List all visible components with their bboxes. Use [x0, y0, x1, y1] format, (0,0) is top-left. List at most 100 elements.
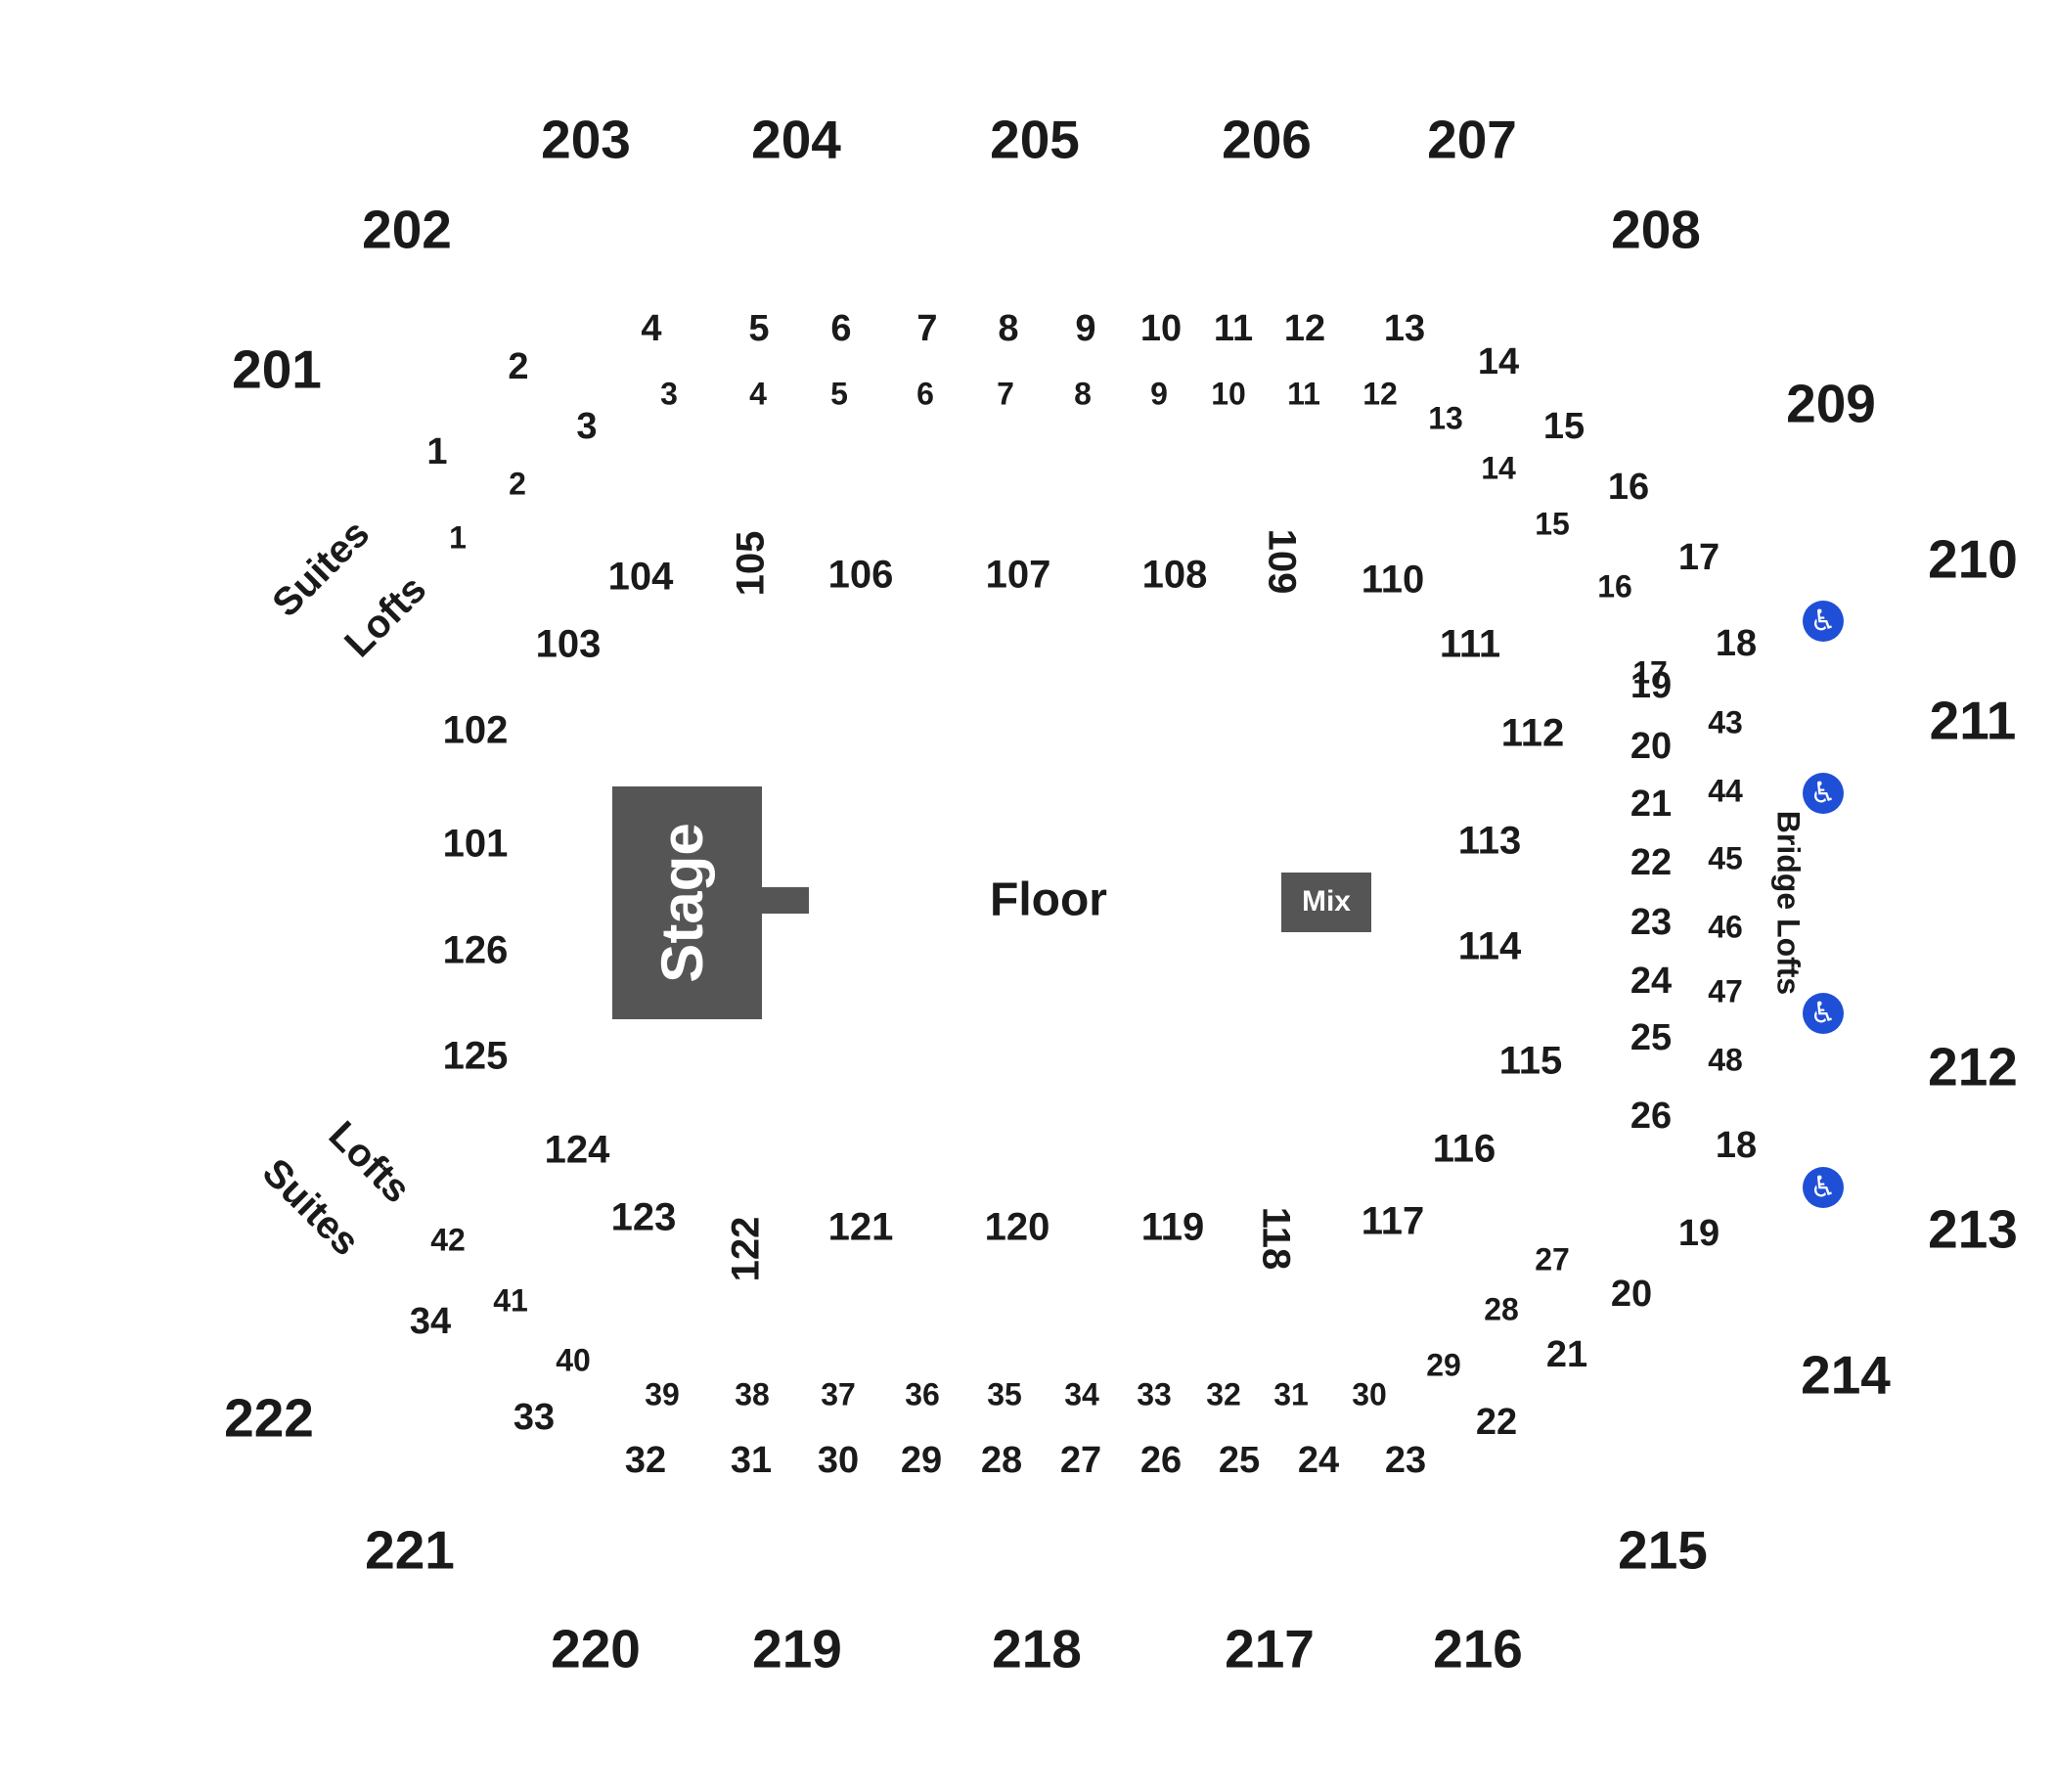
section-214[interactable]: 214: [1801, 1345, 1891, 1406]
box-right-outer-21[interactable]: 21: [1546, 1334, 1587, 1375]
section-126[interactable]: 126: [443, 929, 509, 972]
box-right-outer-19[interactable]: 19: [1678, 1213, 1719, 1254]
box-top-outer-6[interactable]: 6: [830, 308, 851, 349]
box-right-outer-23[interactable]: 23: [1385, 1440, 1426, 1481]
box-top-inner-8[interactable]: 8: [1074, 376, 1092, 411]
box-bridge-44[interactable]: 44: [1708, 773, 1743, 808]
section-106[interactable]: 106: [828, 554, 894, 597]
section-120[interactable]: 120: [985, 1206, 1050, 1249]
box-top-inner-9[interactable]: 9: [1150, 376, 1168, 411]
box-bridge-47[interactable]: 47: [1708, 973, 1743, 1008]
box-bottom-outer-25[interactable]: 25: [1219, 1440, 1260, 1481]
section-210[interactable]: 210: [1928, 529, 2018, 590]
section-103[interactable]: 103: [536, 623, 602, 666]
box-bottom-outer-27[interactable]: 27: [1060, 1440, 1101, 1481]
box-bottom-inner-35[interactable]: 35: [987, 1376, 1022, 1411]
box-top-inner-16[interactable]: 16: [1597, 568, 1632, 604]
section-118[interactable]: 118: [1254, 1207, 1297, 1271]
box-bridge-43[interactable]: 43: [1708, 704, 1743, 739]
section-204[interactable]: 204: [751, 110, 841, 170]
box-bottom-inner-33[interactable]: 33: [1137, 1376, 1172, 1411]
section-105[interactable]: 105: [730, 531, 773, 597]
box-bottom-outer-24[interactable]: 24: [1298, 1440, 1339, 1481]
box-bottom-inner-27[interactable]: 27: [1535, 1241, 1570, 1277]
section-114[interactable]: 114: [1458, 925, 1522, 968]
box-top-outer-10[interactable]: 10: [1140, 308, 1182, 349]
box-top-inner-7[interactable]: 7: [997, 376, 1014, 411]
box-top-inner-17[interactable]: 17: [1632, 654, 1668, 690]
box-top-outer-14[interactable]: 14: [1478, 341, 1519, 382]
box-bottom-inner-36[interactable]: 36: [905, 1376, 940, 1411]
box-top-outer-18[interactable]: 18: [1716, 623, 1757, 664]
section-215[interactable]: 215: [1618, 1520, 1708, 1581]
section-212[interactable]: 212: [1928, 1037, 2018, 1098]
box-top-inner-3[interactable]: 3: [660, 376, 678, 411]
section-207[interactable]: 207: [1427, 110, 1517, 170]
section-220[interactable]: 220: [551, 1619, 641, 1680]
section-211[interactable]: 211: [1930, 691, 2017, 751]
section-218[interactable]: 218: [992, 1619, 1082, 1680]
box-bottom-inner-39[interactable]: 39: [645, 1376, 680, 1411]
box-bottom-outer-31[interactable]: 31: [731, 1440, 772, 1481]
box-bottom-outer-30[interactable]: 30: [818, 1440, 859, 1481]
box-bridge-46[interactable]: 46: [1708, 909, 1743, 944]
box-top-outer-9[interactable]: 9: [1075, 308, 1095, 349]
box-bridge-45[interactable]: 45: [1708, 840, 1743, 875]
box-top-inner-1[interactable]: 1: [449, 519, 467, 555]
box-bottom-outer-34[interactable]: 34: [410, 1301, 451, 1342]
section-221[interactable]: 221: [365, 1520, 455, 1581]
box-top-outer-13[interactable]: 13: [1384, 308, 1425, 349]
box-top-outer-19[interactable]: 19: [1630, 665, 1672, 706]
section-110[interactable]: 110: [1362, 559, 1425, 602]
section-206[interactable]: 206: [1222, 110, 1312, 170]
section-125[interactable]: 125: [443, 1035, 509, 1078]
section-109[interactable]: 109: [1260, 529, 1303, 595]
box-bottom-inner-30[interactable]: 30: [1352, 1376, 1387, 1411]
section-116[interactable]: 116: [1433, 1128, 1496, 1171]
box-top-inner-14[interactable]: 14: [1481, 450, 1516, 485]
section-119[interactable]: 119: [1141, 1206, 1205, 1249]
box-bottom-inner-42[interactable]: 42: [430, 1222, 466, 1257]
box-top-inner-2[interactable]: 2: [509, 466, 526, 501]
box-right-outer-22[interactable]: 22: [1476, 1402, 1517, 1443]
box-bottom-outer-29[interactable]: 29: [901, 1440, 942, 1481]
section-117[interactable]: 117: [1362, 1200, 1425, 1243]
box-bottom-inner-41[interactable]: 41: [493, 1282, 528, 1318]
box-top-outer-3[interactable]: 3: [576, 406, 597, 447]
box-bottom-inner-37[interactable]: 37: [821, 1376, 856, 1411]
box-top-outer-7[interactable]: 7: [916, 308, 937, 349]
box-top-inner-12[interactable]: 12: [1362, 376, 1398, 411]
section-205[interactable]: 205: [990, 110, 1080, 170]
box-right-outer-18[interactable]: 18: [1716, 1125, 1757, 1166]
section-122[interactable]: 122: [725, 1217, 768, 1282]
section-121[interactable]: 121: [828, 1206, 894, 1249]
box-top-outer-1[interactable]: 1: [426, 431, 447, 472]
box-bottom-inner-38[interactable]: 38: [735, 1376, 770, 1411]
box-top-outer-12[interactable]: 12: [1284, 308, 1325, 349]
section-208[interactable]: 208: [1611, 200, 1701, 260]
box-top-outer-8[interactable]: 8: [998, 308, 1018, 349]
section-202[interactable]: 202: [362, 200, 452, 260]
section-209[interactable]: 209: [1786, 374, 1876, 434]
box-top-outer-2[interactable]: 2: [508, 346, 528, 387]
box-right-outer-20[interactable]: 20: [1611, 1274, 1652, 1315]
stage[interactable]: Stage: [612, 786, 809, 1019]
section-108[interactable]: 108: [1142, 554, 1208, 597]
box-top-outer-26[interactable]: 26: [1630, 1096, 1672, 1137]
section-113[interactable]: 113: [1458, 820, 1522, 863]
box-bottom-inner-34[interactable]: 34: [1064, 1376, 1099, 1411]
box-top-inner-4[interactable]: 4: [749, 376, 767, 411]
box-bottom-inner-28[interactable]: 28: [1484, 1291, 1519, 1326]
section-107[interactable]: 107: [986, 554, 1051, 597]
box-top-outer-25[interactable]: 25: [1630, 1017, 1672, 1058]
box-top-outer-22[interactable]: 22: [1630, 842, 1672, 883]
section-102[interactable]: 102: [443, 709, 509, 752]
section-216[interactable]: 216: [1433, 1619, 1523, 1680]
box-top-inner-5[interactable]: 5: [830, 376, 848, 411]
box-top-outer-21[interactable]: 21: [1630, 784, 1672, 825]
section-217[interactable]: 217: [1225, 1619, 1315, 1680]
box-bottom-inner-40[interactable]: 40: [556, 1342, 591, 1377]
box-bottom-inner-31[interactable]: 31: [1273, 1376, 1309, 1411]
box-bottom-outer-32[interactable]: 32: [625, 1440, 666, 1481]
section-219[interactable]: 219: [752, 1619, 842, 1680]
